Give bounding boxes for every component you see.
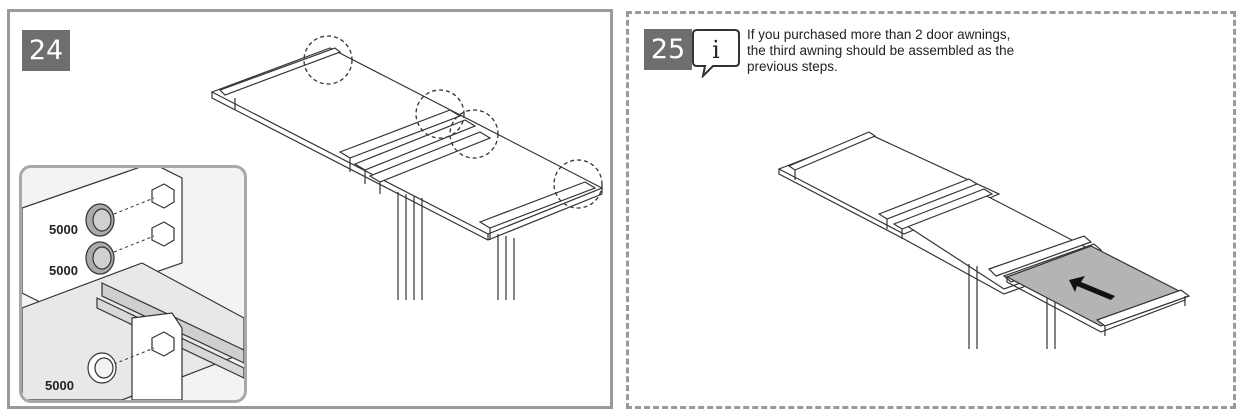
direction-arrow-icon xyxy=(1069,276,1115,300)
info-icon: i xyxy=(692,29,740,78)
bolt-detail-drawing xyxy=(22,168,244,400)
step-number-badge: 24 xyxy=(22,30,70,71)
bolt-label: 5000 xyxy=(49,263,78,278)
step-25-awning-drawing xyxy=(777,131,1191,349)
bolt-label: 5000 xyxy=(45,378,74,393)
step-25-panel: 25 i If you purchased more than 2 door a… xyxy=(626,11,1236,409)
assembly-note: If you purchased more than 2 door awning… xyxy=(747,27,1015,74)
svg-text:i: i xyxy=(712,36,720,64)
bolt-detail-inset: 5000 5000 5000 xyxy=(19,165,247,403)
bolt-label: 5000 xyxy=(49,222,78,237)
step-24-panel: 24 xyxy=(7,9,613,409)
step-number-badge: 25 xyxy=(644,29,692,70)
step-24-awning-drawing xyxy=(210,35,604,300)
